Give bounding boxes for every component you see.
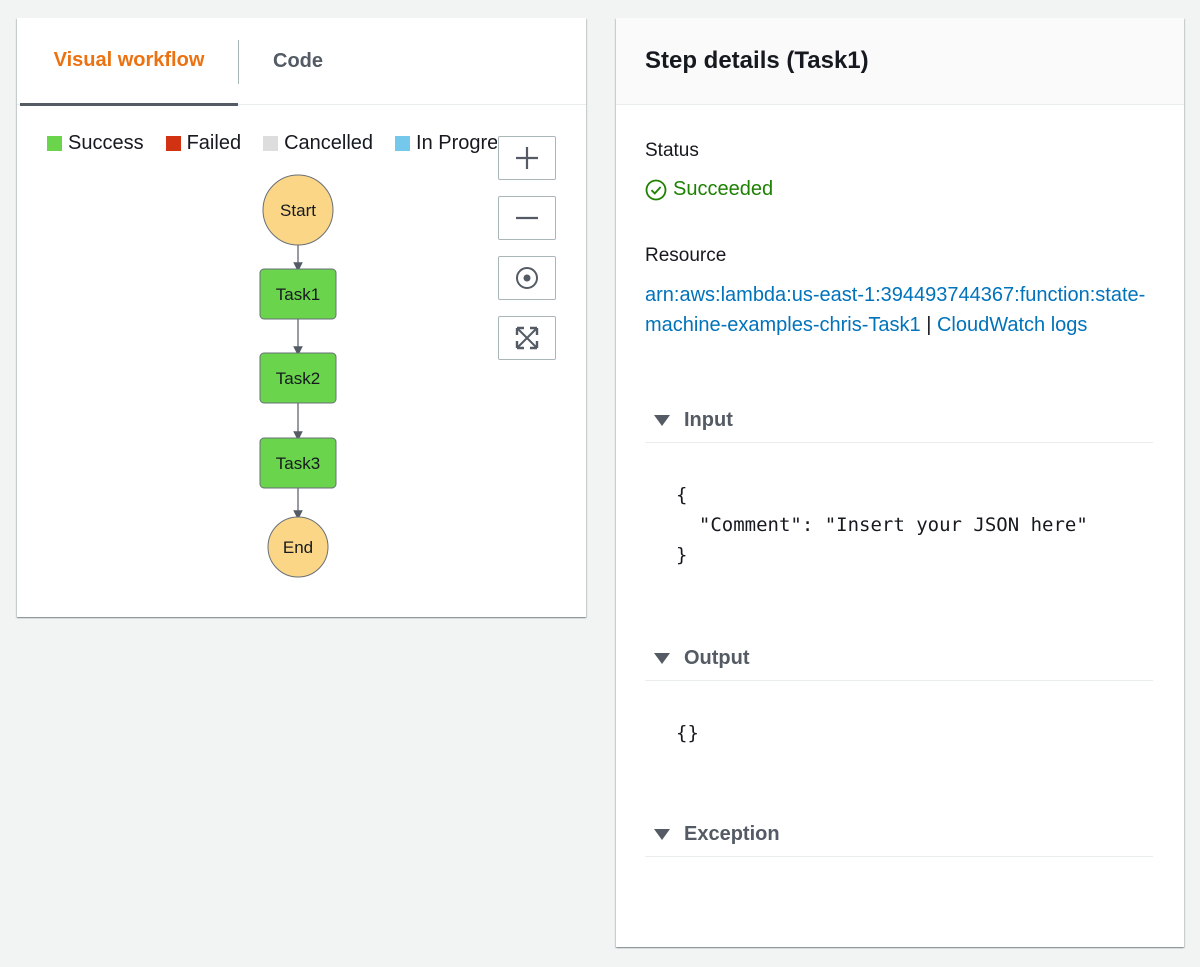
center-target-icon	[516, 267, 538, 289]
step-details-panel: Step details (Task1) Status Succeeded Re…	[616, 18, 1184, 947]
input-section-toggle[interactable]: Input	[645, 399, 1153, 443]
workflow-node-task2[interactable]: Task2	[259, 352, 337, 404]
workflow-node-label: Task2	[276, 369, 320, 388]
tab-code[interactable]: Code	[273, 50, 323, 72]
fit-to-screen-button[interactable]	[498, 316, 556, 360]
workflow-node-task3[interactable]: Task3	[259, 437, 337, 489]
fit-to-screen-icon	[515, 326, 539, 350]
input-section-title: Input	[684, 409, 733, 431]
link-separator: |	[920, 314, 937, 336]
status-text: Succeeded	[673, 178, 774, 200]
check-circle-icon	[645, 179, 667, 200]
workflow-tabs: Visual workflow Code	[17, 18, 586, 106]
workflow-node-label: End	[283, 538, 313, 557]
workflow-node-shape	[267, 516, 329, 578]
legend-cancelled: Cancelled	[263, 132, 373, 155]
workflow-node-shape	[262, 174, 334, 246]
legend-cancelled-swatch	[263, 136, 279, 151]
zoom-out-button[interactable]	[498, 196, 556, 240]
zoom-in-button[interactable]	[498, 136, 556, 180]
resource-value: arn:aws:lambda:us-east-1:394493744367:fu…	[645, 280, 1165, 340]
legend-success: Success	[47, 132, 144, 155]
input-json: { "Comment": "Insert your JSON here" }	[676, 484, 1088, 566]
caret-down-icon	[654, 415, 670, 426]
caret-down-icon	[654, 829, 670, 840]
workflow-node-shape	[259, 437, 337, 489]
legend-success-label: Success	[68, 132, 144, 154]
workflow-node-shape	[259, 268, 337, 320]
legend-in-progress: In Progre	[395, 132, 497, 155]
step-details-title: Step details (Task1)	[616, 18, 1184, 105]
workflow-node-shape	[259, 352, 337, 404]
workflow-node-label: Task3	[276, 454, 320, 473]
tab-divider	[238, 40, 239, 84]
resource-label: Resource	[645, 245, 727, 266]
caret-down-icon	[654, 653, 670, 664]
legend-failed: Failed	[165, 132, 242, 155]
cloudwatch-logs-link[interactable]: CloudWatch logs	[936, 314, 1088, 336]
workflow-node-end[interactable]: End	[267, 516, 329, 578]
minus-icon	[516, 216, 538, 220]
workflow-node-start[interactable]: Start	[262, 174, 334, 246]
legend-success-swatch	[47, 136, 62, 151]
resource-arn-link[interactable]: arn:aws:lambda:us-east-1:394493744367:fu…	[645, 284, 1146, 336]
status-legend: Success Failed Cancelled In Progre	[47, 132, 497, 155]
legend-cancelled-label: Cancelled	[284, 132, 374, 154]
legend-failed-label: Failed	[186, 132, 242, 154]
legend-failed-swatch	[165, 136, 181, 151]
plus-icon	[516, 147, 538, 169]
exception-section-toggle[interactable]: Exception	[645, 813, 1153, 857]
legend-in-progress-label: In Progre	[416, 132, 497, 154]
workflow-node-label: Task1	[276, 285, 320, 304]
output-json: {}	[676, 722, 699, 744]
legend-in-progress-swatch	[395, 136, 411, 151]
exception-section-title: Exception	[684, 823, 780, 845]
status-label: Status	[645, 140, 699, 161]
output-section-toggle[interactable]: Output	[645, 637, 1153, 681]
workflow-node-label: Start	[280, 201, 316, 220]
status-value: Succeeded	[645, 178, 773, 201]
center-graph-button[interactable]	[498, 256, 556, 300]
workflow-node-task1[interactable]: Task1	[259, 268, 337, 320]
tab-visual-workflow[interactable]: Visual workflow	[20, 18, 238, 106]
output-section-title: Output	[684, 647, 750, 669]
